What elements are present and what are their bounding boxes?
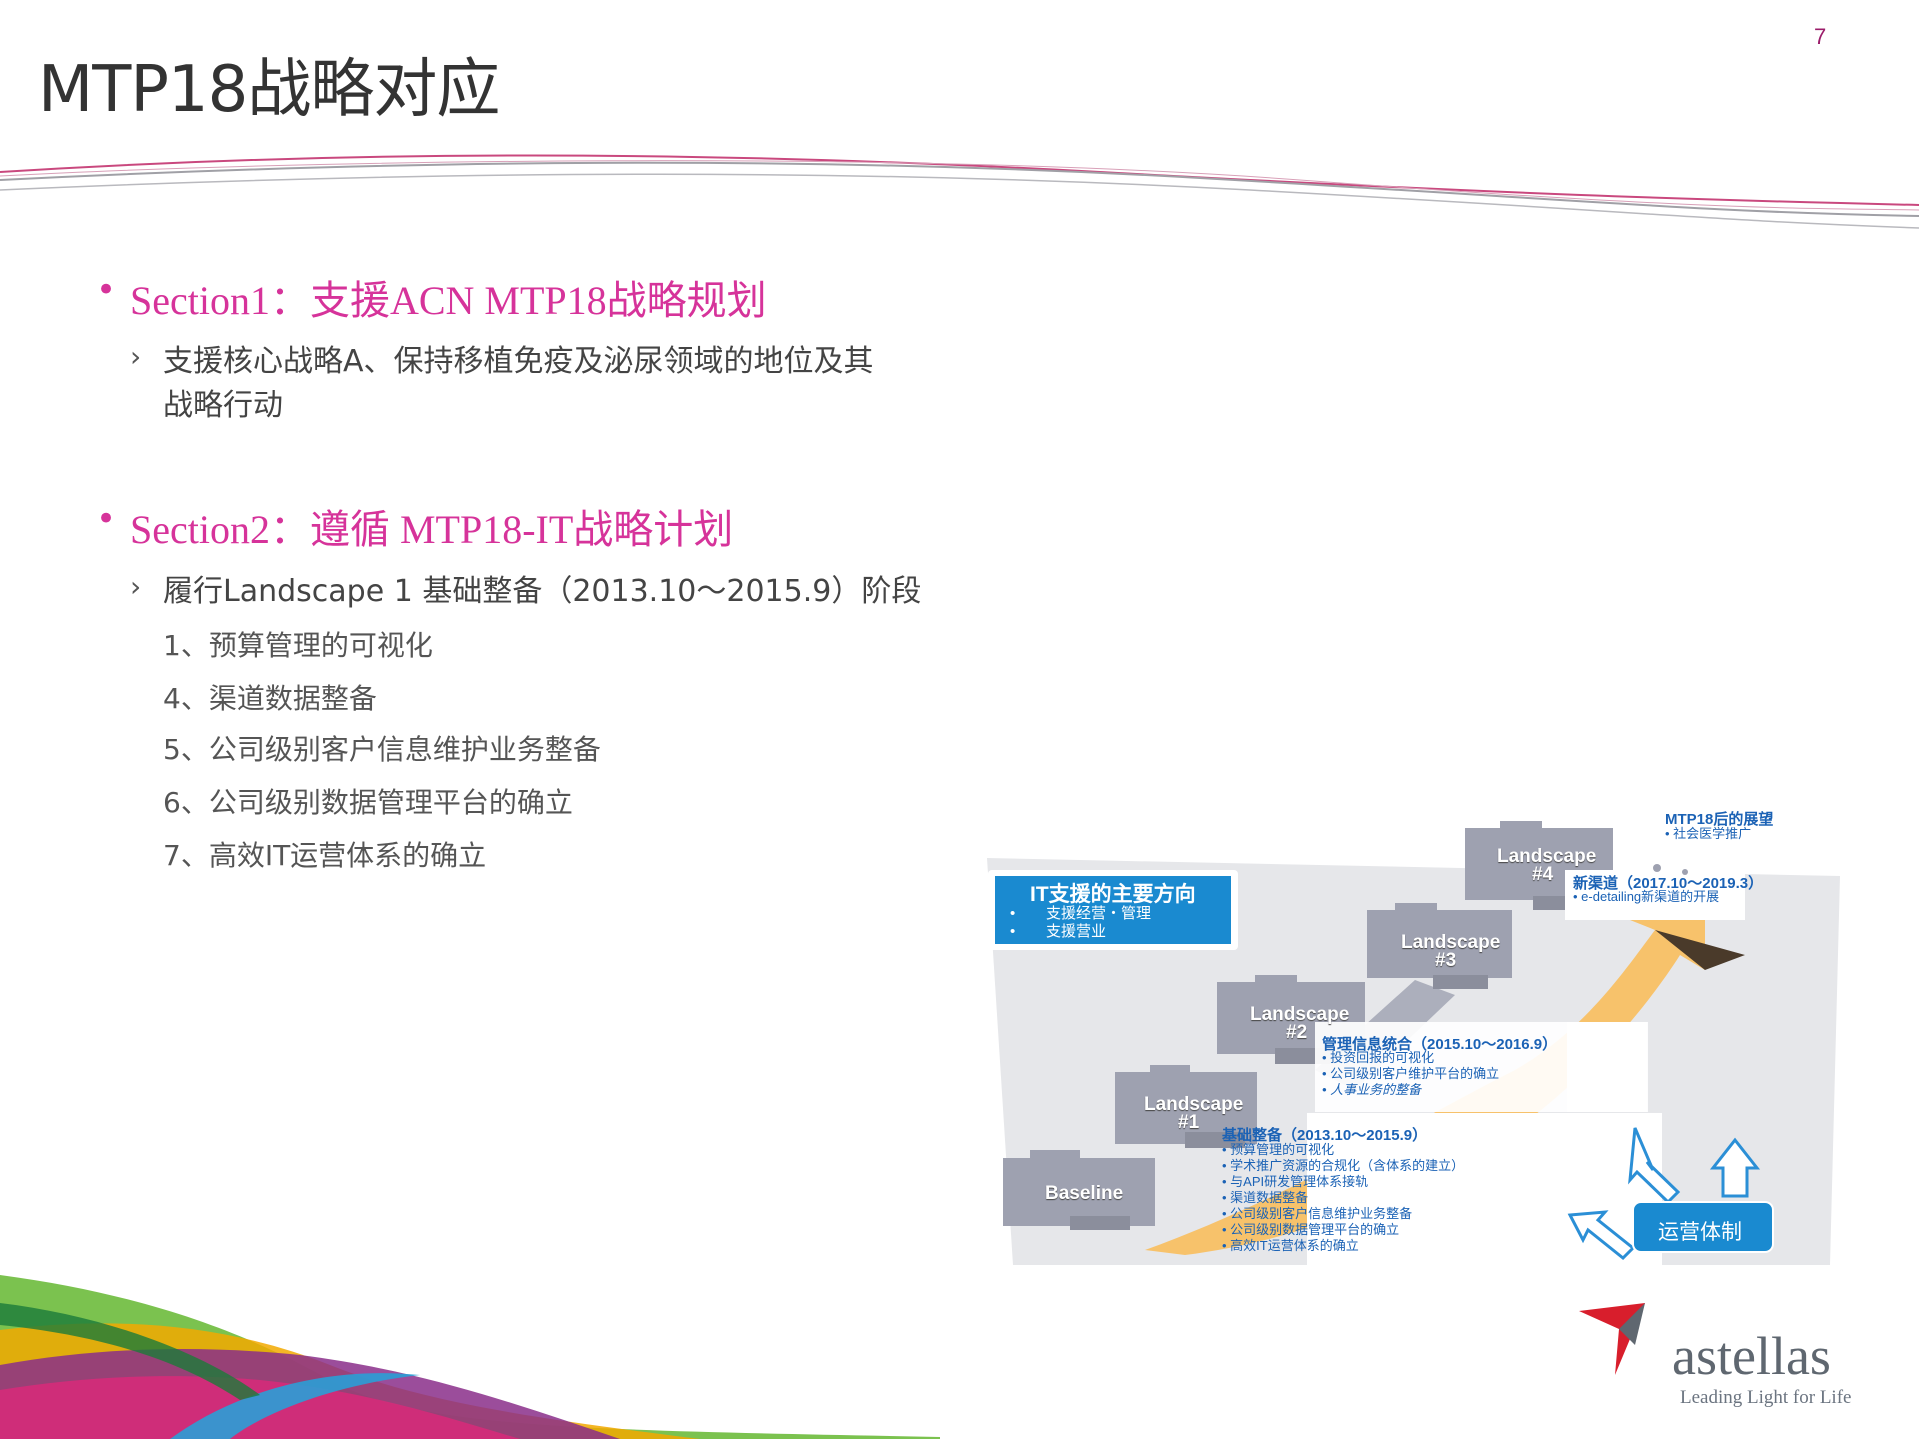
section2-bullet: • <box>96 499 117 539</box>
base-item: 学术推广资源的合规化（含体系的建立） <box>1222 1158 1464 1174</box>
section2-sub: 履行Landscape 1 基础整备（2013.10～2015.9）阶段 <box>163 574 922 609</box>
base-item: 与API研发管理体系接轨 <box>1222 1174 1368 1190</box>
section2-item-6: 6、公司级别数据管理平台的确立 <box>163 786 573 819</box>
mgmt-title: 管理信息统合（2015.10～2016.9） <box>1322 1036 1558 1053</box>
base-item: 公司级别数据管理平台的确立 <box>1222 1222 1399 1238</box>
base-item: 高效IT运营体系的确立 <box>1222 1238 1359 1254</box>
base-item: 预算管理的可视化 <box>1222 1142 1334 1158</box>
landscape2-building <box>1217 975 1365 1064</box>
section1-sub-line2: 战略行动 <box>163 388 283 423</box>
page-title: MTP18战略对应 <box>38 53 500 127</box>
landscape3-label: Landscape <box>1401 932 1501 953</box>
logo-wordmark: astellas <box>1672 1326 1831 1386</box>
section2-item-5: 5、公司级别客户信息维护业务整备 <box>163 733 601 766</box>
ops-arrow-left <box>1567 1210 1636 1261</box>
baseline-building <box>1003 1150 1155 1230</box>
landscape1-number: #1 <box>1178 1112 1200 1133</box>
landscape4-number: #4 <box>1532 864 1554 885</box>
mtp-after-title: MTP18后的展望 <box>1665 811 1774 828</box>
section2-item-4: 4、渠道数据整备 <box>163 682 377 715</box>
section2-item-7: 7、高效IT运营体系的确立 <box>163 839 487 872</box>
new-channel-title: 新渠道（2017.10～2019.3） <box>1573 875 1764 892</box>
new-channel-item: e-detailing新渠道的开展 <box>1573 889 1719 905</box>
it-box-title: IT支援的主要方向 <box>1030 883 1196 906</box>
mgmt-item: 投资回报的可视化 <box>1322 1050 1434 1066</box>
it-box-item: 支援营业 <box>1010 923 1106 941</box>
mgmt-info-box-right <box>1567 1022 1647 1112</box>
landscape1-label: Landscape <box>1144 1094 1244 1115</box>
section1-sub-marker: › <box>130 340 142 373</box>
ops-label: 运营体制 <box>1658 1221 1742 1244</box>
section2-title: Section2：遵循 MTP18-IT战略计划 <box>130 507 734 552</box>
landscape2-label: Landscape <box>1250 1004 1350 1025</box>
section1-bullet: • <box>96 270 117 310</box>
landscape2-number: #2 <box>1286 1022 1308 1043</box>
mgmt-item: 公司级别客户维护平台的确立 <box>1322 1066 1499 1082</box>
it-box-item: 支援经营・管理 <box>1010 905 1151 923</box>
ribbon-decoration <box>0 1275 940 1439</box>
page-number: 7 <box>1814 24 1827 49</box>
base-title: 基础整备（2013.10～2015.9） <box>1222 1127 1428 1144</box>
astellas-logo-mark-icon <box>1579 1303 1645 1375</box>
base-item: 渠道数据整备 <box>1222 1190 1308 1206</box>
landscape4-label: Landscape <box>1497 846 1597 867</box>
section2-sub-marker: › <box>130 570 142 603</box>
base-item: 公司级别客户信息维护业务整备 <box>1222 1206 1412 1222</box>
baseline-label: Baseline <box>1045 1183 1124 1204</box>
mtp-after-item: 社会医学推广 <box>1665 826 1751 842</box>
ops-arrow-up <box>1709 1137 1761 1198</box>
section1-sub-line1: 支援核心战略A、保持移植免疫及泌尿领域的地位及其 <box>163 344 874 379</box>
landscape3-number: #3 <box>1435 950 1457 971</box>
people-icon <box>1682 869 1688 875</box>
people-icon <box>1653 864 1661 872</box>
landscape1-building <box>1115 1065 1257 1148</box>
landscape3-building <box>1367 903 1512 989</box>
header-wave-decoration <box>0 154 1919 229</box>
logo-tagline: Leading Light for Life <box>1680 1387 1852 1408</box>
section2-item-1: 1、预算管理的可视化 <box>163 629 433 662</box>
arrow-head-shade <box>1655 930 1745 970</box>
mgmt-item: 人事业务的整备 <box>1322 1082 1421 1098</box>
ops-arrow-diag <box>1628 1127 1681 1205</box>
section1-title: Section1：支援ACN MTP18战略规划 <box>130 278 767 323</box>
ops-box-bg <box>1632 1201 1774 1253</box>
